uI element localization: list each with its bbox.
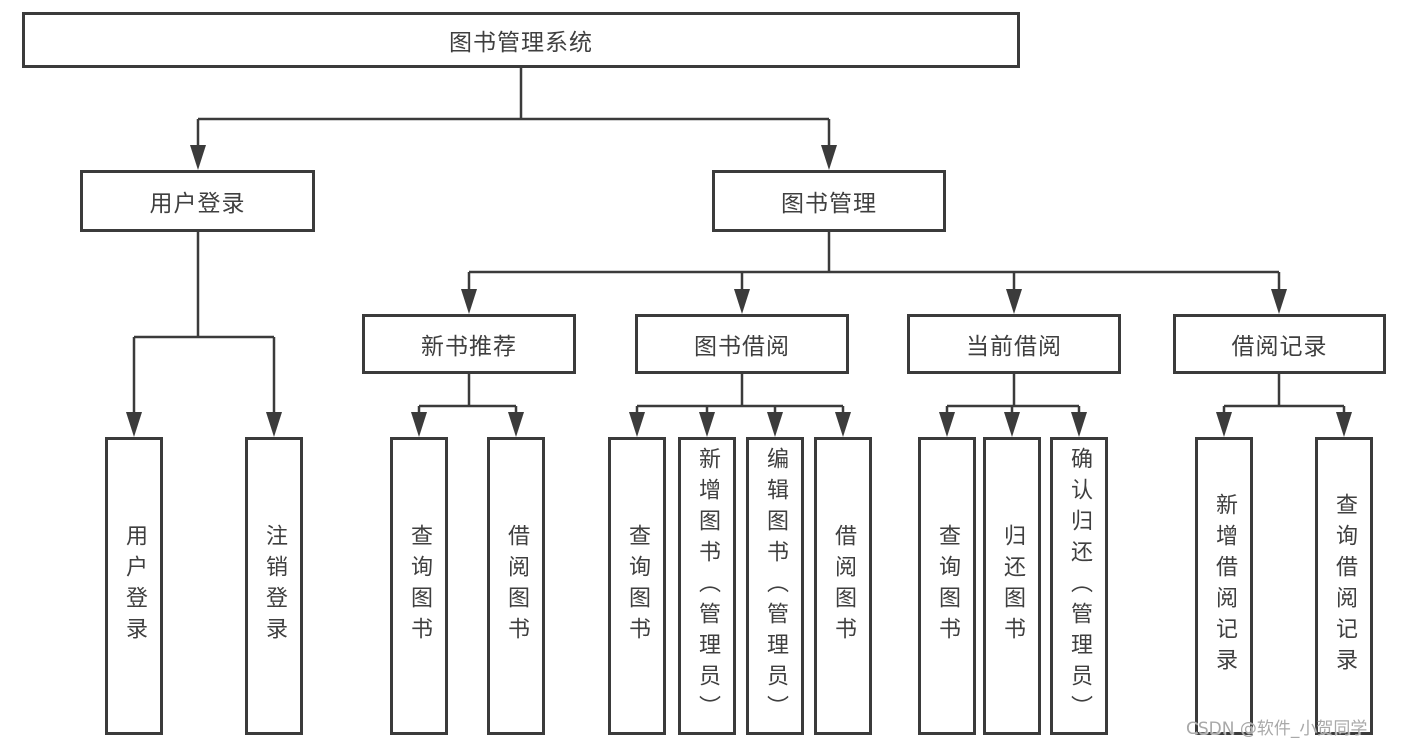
node-book-borrow: 图书借阅 (635, 314, 849, 374)
leaf-confirm-return-admin: 确认归还（管理员） (1050, 437, 1108, 735)
leaf-borrow-books-recommend: 借阅图书 (487, 437, 545, 735)
leaf-user-login: 用户登录 (105, 437, 163, 735)
node-library-management-system: 图书管理系统 (22, 12, 1020, 68)
leaf-borrow-books: 借阅图书 (814, 437, 872, 735)
leaf-query-books-current: 查询图书 (918, 437, 976, 735)
leaf-add-borrow-record: 新增借阅记录 (1195, 437, 1253, 735)
leaf-query-books-recommend: 查询图书 (390, 437, 448, 735)
leaf-label: 查询借阅记录 (1332, 493, 1357, 679)
leaf-label: 新增借阅记录 (1212, 493, 1237, 679)
leaf-add-books-admin: 新增图书（管理员） (678, 437, 736, 735)
node-user-login: 用户登录 (80, 170, 315, 232)
leaf-label: 借阅图书 (504, 524, 529, 648)
leaf-label: 用户登录 (122, 524, 147, 648)
node-current-borrow: 当前借阅 (907, 314, 1121, 374)
leaf-logout: 注销登录 (245, 437, 303, 735)
leaf-query-books-borrow: 查询图书 (608, 437, 666, 735)
leaf-label: 查询图书 (935, 524, 960, 648)
leaf-label: 查询图书 (407, 524, 432, 648)
leaf-edit-books-admin: 编辑图书（管理员） (746, 437, 804, 735)
leaf-return-books: 归还图书 (983, 437, 1041, 735)
leaf-label: 确认归还（管理员） (1067, 446, 1092, 726)
leaf-query-borrow-record: 查询借阅记录 (1315, 437, 1373, 735)
leaf-label: 归还图书 (1000, 524, 1025, 648)
leaf-label: 注销登录 (262, 524, 287, 648)
leaf-label: 查询图书 (625, 524, 650, 648)
node-borrow-records: 借阅记录 (1173, 314, 1386, 374)
node-new-book-recommend: 新书推荐 (362, 314, 576, 374)
csdn-watermark: CSDN @软件_小贺同学 (1186, 719, 1368, 739)
leaf-label: 新增图书（管理员） (695, 446, 720, 726)
node-book-management: 图书管理 (712, 170, 946, 232)
leaf-label: 编辑图书（管理员） (763, 446, 788, 726)
leaf-label: 借阅图书 (831, 524, 856, 648)
